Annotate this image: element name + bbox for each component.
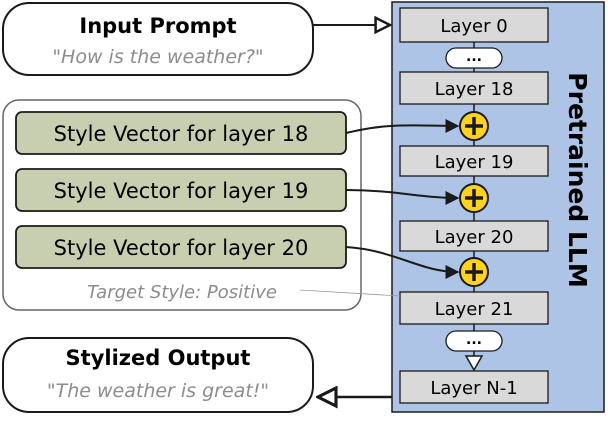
plus-icon-layer-18	[459, 111, 489, 141]
plus-icon-layer-19	[459, 183, 489, 213]
stylized-output-text: "The weather is great!"	[47, 380, 269, 402]
ellipsis-pill-top	[445, 47, 503, 69]
layer-20-label: Layer 20	[435, 227, 514, 248]
layer-19-label: Layer 19	[435, 152, 514, 173]
target-style-caption: Target Style: Positive	[87, 282, 277, 303]
stylized-output-box	[2, 337, 314, 413]
ellipsis-bottom: ...	[466, 332, 482, 348]
arrow-into-layer-n-1	[464, 355, 484, 372]
layer-n-1-label: Layer N-1	[430, 378, 517, 399]
layer-0	[399, 7, 549, 43]
layer-18	[399, 71, 549, 105]
layer-0-label: Layer 0	[440, 16, 507, 37]
stylized-output-title: Stylized Output	[66, 346, 251, 370]
arrow-vector-19-to-plus	[345, 189, 460, 205]
ellipsis-top: ...	[466, 49, 482, 65]
input-prompt-box	[2, 2, 314, 76]
layer-21-label: Layer 21	[435, 299, 514, 320]
style-vector-20-label: Style Vector for layer 20	[54, 236, 309, 260]
input-prompt-title: Input Prompt	[79, 14, 236, 38]
llm-label: Pretrained LLM	[563, 72, 592, 287]
arrow-vector-18-to-plus	[345, 118, 460, 134]
layer-18-label: Layer 18	[435, 79, 514, 100]
layer-21	[399, 291, 549, 325]
caption-connector	[299, 289, 401, 297]
arrow-vector-20-to-plus	[345, 246, 460, 279]
ellipsis-pill-bottom	[445, 330, 503, 352]
layer-19	[399, 145, 549, 177]
style-vector-18-label: Style Vector for layer 18	[54, 122, 309, 146]
layer-20	[399, 220, 549, 252]
plus-icon-layer-20	[459, 257, 489, 287]
layer-n-1	[399, 370, 549, 404]
input-prompt-text: "How is the weather?"	[52, 46, 263, 68]
style-vector-19-label: Style Vector for layer 19	[54, 179, 309, 203]
